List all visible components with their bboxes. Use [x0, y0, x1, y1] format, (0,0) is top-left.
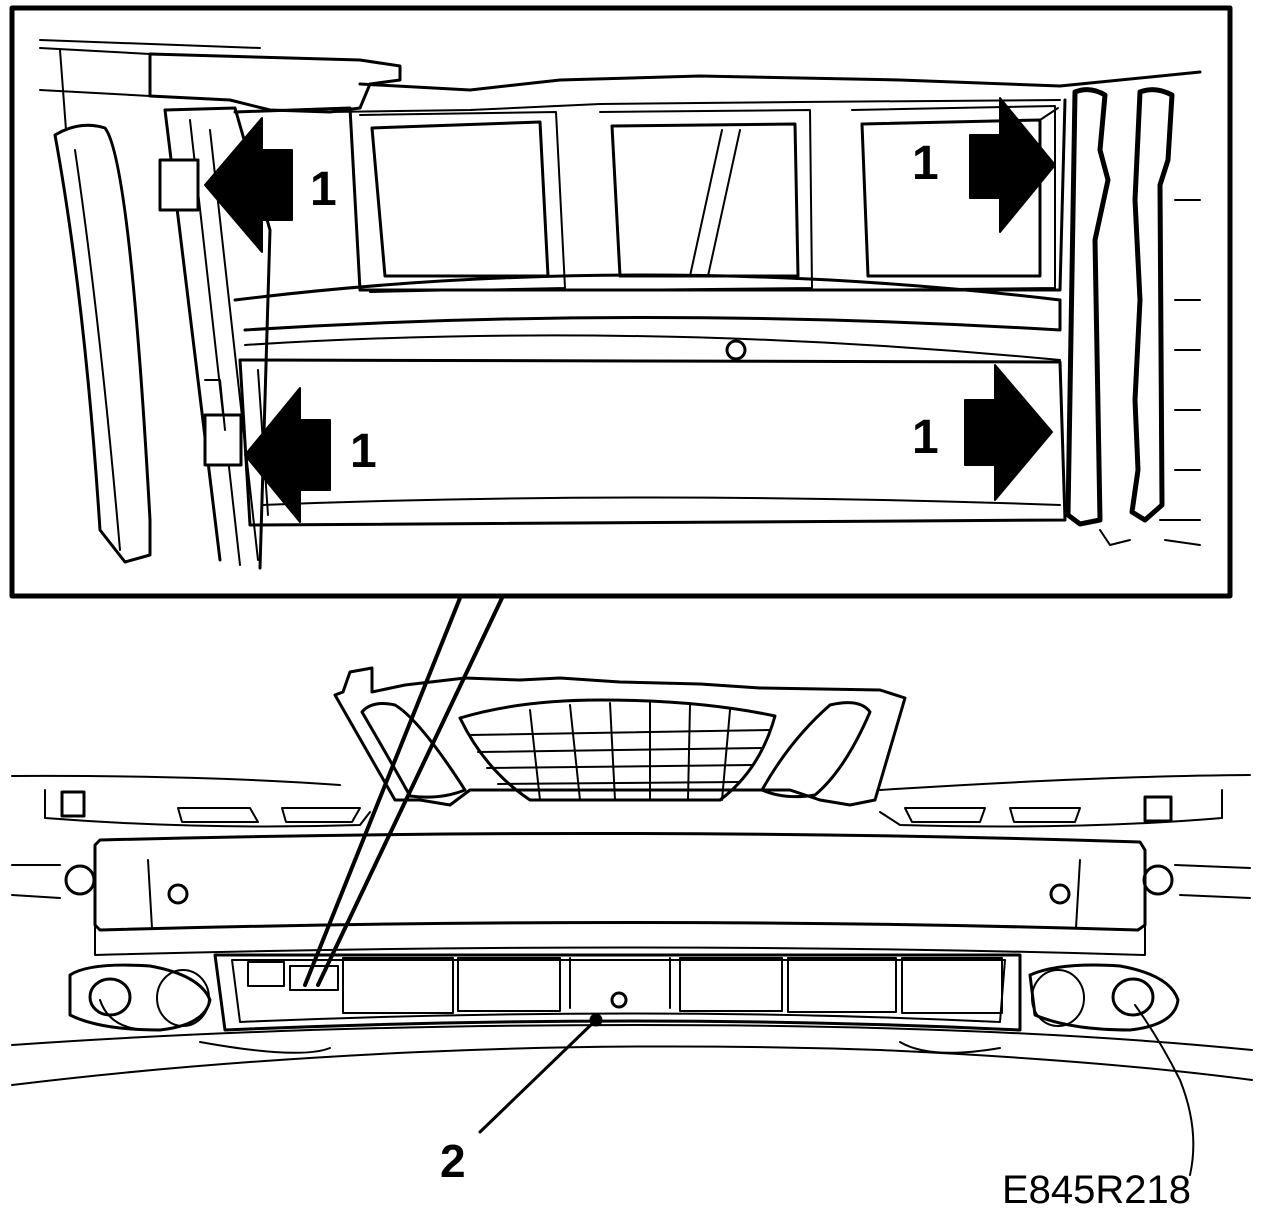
arrow-right-lower-icon [964, 364, 1053, 501]
inset-linework [39, 39, 1202, 570]
callout-2-screw: 2 [440, 1135, 466, 1187]
inset-frame [9, 5, 1233, 599]
detail-inset [9, 5, 1233, 599]
callout-1-upper-right: 1 [912, 137, 939, 190]
arrow-left-lower-icon [244, 387, 331, 523]
callout-1-lower-right: 1 [912, 411, 939, 464]
center-grille-mesh [469, 702, 771, 801]
bumper-overview [11, 666, 1253, 1176]
screw-head [610, 991, 628, 1009]
release-arrows [204, 97, 1056, 523]
figure-reference-code: E845R218 [1002, 1168, 1192, 1212]
arrow-left-upper-icon [204, 117, 293, 253]
lower-intake-cells [247, 957, 1003, 1014]
zoom-leader-lines [303, 596, 504, 987]
callout-1-lower-left: 1 [350, 425, 377, 478]
callout-1-upper-left: 1 [310, 163, 337, 216]
screw-leader-line [478, 1018, 598, 1134]
arrow-right-upper-icon [969, 97, 1056, 233]
